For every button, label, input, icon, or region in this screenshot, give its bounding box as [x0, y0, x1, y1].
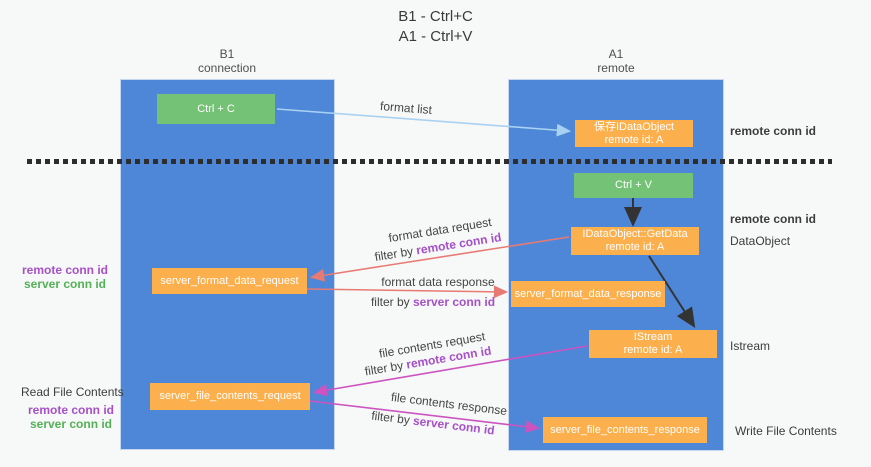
- istream-line1: IStream: [633, 331, 673, 343]
- idataobject-getdata-box: IDataObject::GetData remote id: A: [571, 227, 699, 255]
- server-format-data-response-box: server_format_data_response: [511, 281, 665, 307]
- title-line-2: A1 - Ctrl+V: [398, 28, 473, 45]
- right-remote-conn-id-2: remote conn id: [730, 212, 817, 226]
- save-idataobject-line1: 保存IDataObject: [593, 120, 675, 133]
- label-format-list: format list: [379, 98, 433, 118]
- server-format-data-request-box: server_format_data_request: [152, 268, 307, 294]
- istream-line2: remote id: A: [623, 344, 683, 356]
- column-b1-role: connection: [197, 61, 257, 75]
- getdata-line1: IDataObject::GetData: [582, 228, 688, 240]
- right-dataobject-label: DataObject: [730, 234, 791, 248]
- server-file-contents-request-box: server_file_contents_request: [150, 383, 310, 410]
- server-file-contents-response-box: server_file_contents_response: [543, 417, 707, 443]
- column-header-a1: A1 remote: [556, 47, 676, 75]
- server-conn-id-text: server conn id: [412, 413, 496, 438]
- right-remote-conn-id-1: remote conn id: [730, 124, 817, 138]
- left-remote-conn-id-2: remote conn id: [27, 403, 114, 417]
- server-format-data-response-label: server_format_data_response: [514, 287, 662, 300]
- server-format-data-request-label: server_format_data_request: [160, 274, 299, 287]
- dashed-separator-line: [27, 159, 832, 164]
- ctrl-v-box: Ctrl + V: [574, 173, 693, 198]
- save-idataobject-box: 保存IDataObject remote id: A: [575, 120, 693, 147]
- title-line-1: B1 - Ctrl+C: [398, 8, 473, 25]
- label-format-data-response: format data response: [381, 275, 495, 289]
- left-server-conn-id-2: server conn id: [29, 417, 113, 431]
- left-server-conn-id-1: server conn id: [23, 277, 107, 291]
- ctrl-v-label: Ctrl + V: [615, 179, 652, 191]
- read-file-contents-label: Read File Contents: [21, 385, 124, 399]
- ctrl-c-label: Ctrl + C: [197, 102, 235, 115]
- filter-by-text: filter by: [370, 295, 413, 309]
- label-filter-server-1: filter by server conn id: [371, 295, 495, 309]
- column-a1-name: A1: [608, 47, 624, 61]
- server-file-contents-response-label: server_file_contents_response: [550, 423, 700, 436]
- left-read-file-group: Read File Contents remote conn id server…: [21, 385, 124, 431]
- filter-by-text: filter by: [363, 357, 408, 379]
- ctrl-c-box: Ctrl + C: [157, 94, 275, 124]
- left-conn-id-group: remote conn id server conn id: [19, 263, 111, 291]
- server-conn-id-text: server conn id: [412, 295, 496, 309]
- save-idataobject-line2: remote id: A: [604, 133, 664, 146]
- diagram-title: B1 - Ctrl+C A1 - Ctrl+V: [0, 7, 871, 47]
- arrow-format-data-response: [306, 285, 509, 299]
- filter-by-text: filter by: [370, 408, 414, 428]
- istream-box: IStream remote id: A: [589, 330, 717, 358]
- server-file-contents-request-label: server_file_contents_request: [159, 390, 301, 402]
- right-istream-label: Istream: [730, 339, 771, 353]
- column-header-b1: B1 connection: [167, 47, 287, 75]
- right-write-file-contents-label: Write File Contents: [735, 424, 837, 438]
- getdata-line2: remote id: A: [605, 241, 665, 253]
- column-b1-name: B1: [219, 47, 235, 61]
- column-a1-role: remote: [597, 61, 635, 75]
- filter-by-text: filter by: [373, 243, 418, 264]
- left-remote-conn-id-1: remote conn id: [21, 263, 108, 277]
